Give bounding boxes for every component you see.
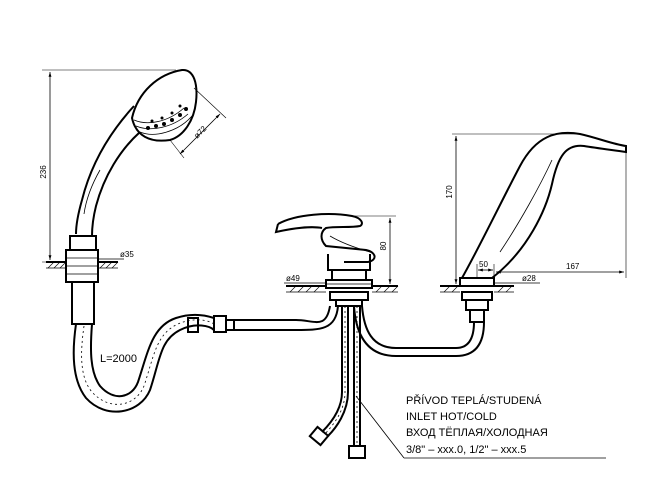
dimension-49: ø49: [284, 274, 326, 284]
supply-hoses: [308, 306, 366, 459]
dim-49-label: ø49: [286, 274, 300, 283]
dimension-28: ø28: [494, 274, 540, 284]
dim-72-label: ø72: [192, 124, 209, 141]
dim-80-label: 80: [379, 241, 388, 250]
mixer-body: [274, 213, 399, 307]
callout-line-3: ВХОД ТЁПЛАЯ/ХОЛОДНАЯ: [406, 427, 548, 439]
hose-nuts: [187, 315, 235, 333]
dimension-50: 50: [476, 260, 495, 278]
dim-167-label: 167: [566, 262, 580, 271]
dimension-167: 167: [496, 152, 627, 278]
callout-line-4: 3/8" – xxx.0, 1/2" – xxx.5: [406, 444, 526, 456]
spray-face: [146, 104, 188, 130]
callout-line-1: PŘÍVOD TEPLÁ/STUDENÁ: [406, 394, 542, 407]
flexible-hose: [72, 313, 215, 413]
dim-236-label: 236: [39, 165, 48, 179]
dimension-170: 170: [445, 133, 580, 284]
hand-shower: [46, 69, 198, 325]
hose-length-label: L=2000: [100, 353, 137, 365]
dim-170-label: 170: [445, 185, 454, 199]
inlet-callout: PŘÍVOD TEPLÁ/STUDENÁ INLET HOT/COLD ВХОД…: [355, 394, 606, 459]
connecting-pipes: [234, 305, 485, 357]
dimension-head-diameter: ø72: [169, 87, 227, 159]
dimension-236: 236: [39, 69, 176, 263]
dim-28-label: ø28: [522, 274, 536, 283]
dimension-80: 80: [352, 215, 396, 287]
spout: [440, 131, 627, 323]
dimension-35: ø35: [98, 250, 134, 260]
dim-50-label: 50: [479, 260, 488, 269]
dim-35-label: ø35: [120, 250, 134, 259]
callout-line-2: INLET HOT/COLD: [406, 411, 497, 423]
